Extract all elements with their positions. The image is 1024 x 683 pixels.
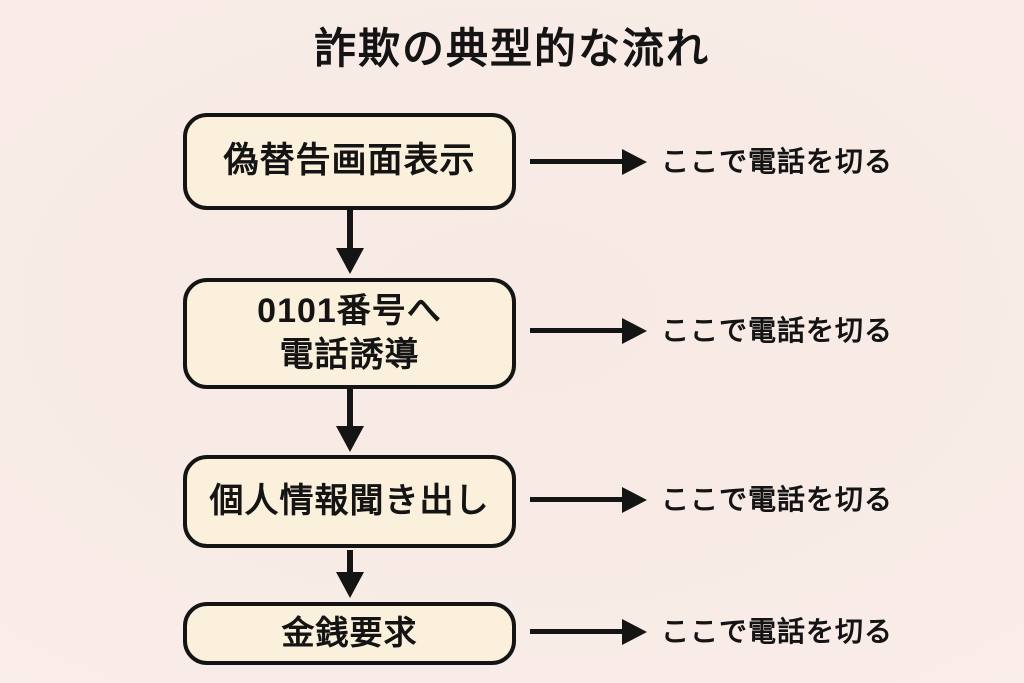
- down-arrow-stem: [347, 550, 353, 578]
- right-arrow-icon: [530, 619, 647, 645]
- down-arrow-head: [336, 426, 364, 452]
- right-arrow-head: [622, 487, 647, 513]
- right-arrow-head: [622, 619, 647, 645]
- hangup-annotation: ここで電話を切る: [661, 616, 894, 647]
- right-arrow-stem: [530, 497, 625, 502]
- right-arrow-head: [622, 318, 647, 344]
- down-arrow-stem: [347, 210, 353, 252]
- flow-step-box-phone-lure: 0101番号へ 電話誘導: [183, 278, 516, 389]
- hangup-annotation: ここで電話を切る: [661, 315, 894, 346]
- flow-step-label: 0101番号へ 電話誘導: [257, 291, 442, 374]
- right-arrow-stem: [530, 629, 625, 634]
- flow-step-label: 金銭要求: [281, 614, 418, 652]
- down-arrow-icon: [336, 210, 364, 274]
- right-arrow-head: [622, 149, 647, 175]
- down-arrow-head: [336, 248, 364, 274]
- right-arrow-icon: [530, 487, 647, 513]
- flow-step-label: 偽替告画面表示: [223, 141, 476, 181]
- down-arrow-head: [336, 572, 364, 598]
- right-arrow-stem: [530, 159, 625, 164]
- down-arrow-icon: [336, 389, 364, 452]
- right-arrow-icon: [530, 318, 647, 344]
- hangup-annotation: ここで電話を切る: [661, 484, 894, 515]
- down-arrow-icon: [336, 550, 364, 598]
- right-arrow-icon: [530, 149, 647, 175]
- flow-step-box-fake-warning: 偽替告画面表示: [183, 113, 516, 210]
- page-title: 詐欺の典型的な流れ: [313, 25, 710, 72]
- flow-step-box-money-demand: 金銭要求: [183, 602, 516, 665]
- flow-step-box-personal-info: 個人情報聞き出し: [183, 455, 516, 548]
- flow-step-label: 個人情報聞き出し: [209, 481, 490, 520]
- right-arrow-stem: [530, 328, 625, 333]
- hangup-annotation: ここで電話を切る: [661, 146, 894, 177]
- down-arrow-stem: [347, 389, 353, 430]
